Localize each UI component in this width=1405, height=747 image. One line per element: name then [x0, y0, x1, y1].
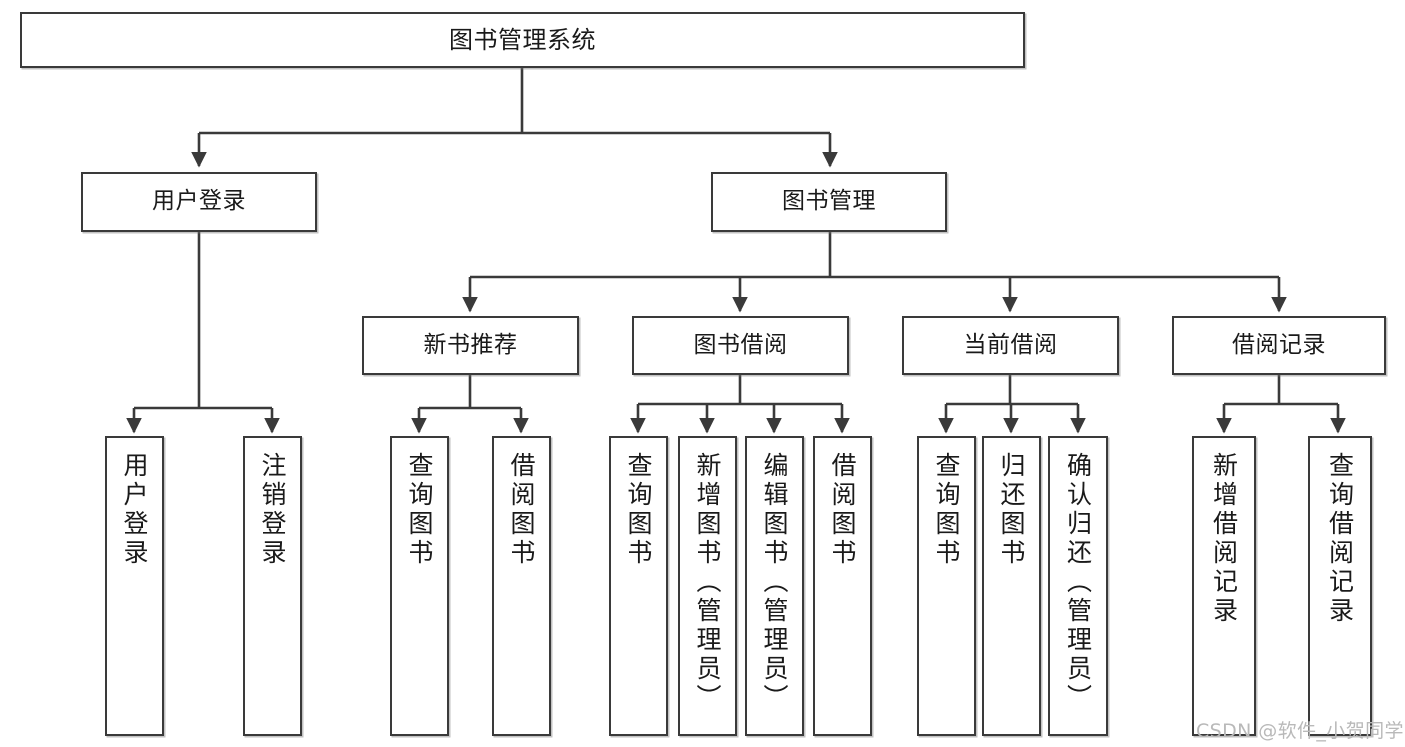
node-label: 图书管理系统 — [449, 25, 596, 54]
node-label: 归还图书 — [997, 452, 1026, 568]
node-label: 新增借阅记录 — [1209, 452, 1239, 626]
node-label: 注销登录 — [258, 452, 287, 568]
node-label: 图书管理 — [782, 188, 876, 215]
node-leaf-query-book-3[interactable]: 查询图书 — [917, 436, 976, 736]
node-leaf-logout-login[interactable]: 注销登录 — [243, 436, 302, 736]
node-leaf-query-record[interactable]: 查询借阅记录 — [1308, 436, 1372, 736]
node-leaf-borrow-book-2[interactable]: 借阅图书 — [813, 436, 872, 736]
csdn-watermark: CSDN @软件_小贺同学 — [1196, 720, 1404, 742]
node-leaf-add-book[interactable]: 新增图书（管理员） — [678, 436, 737, 736]
node-leaf-borrow-book-1[interactable]: 借阅图书 — [492, 436, 551, 736]
node-label: 当前借阅 — [963, 331, 1058, 358]
node-current-borrow[interactable]: 当前借阅 — [902, 316, 1119, 375]
node-leaf-edit-book[interactable]: 编辑图书（管理员） — [745, 436, 804, 736]
node-user-login[interactable]: 用户登录 — [81, 172, 317, 232]
node-book-management[interactable]: 图书管理 — [711, 172, 947, 232]
node-new-book-recommend[interactable]: 新书推荐 — [362, 316, 579, 375]
node-label: 新书推荐 — [423, 331, 518, 358]
node-label: 图书借阅 — [693, 331, 788, 358]
node-leaf-confirm-return[interactable]: 确认归还（管理员） — [1048, 436, 1108, 736]
node-label: 查询图书 — [405, 452, 434, 568]
node-label: 查询图书 — [932, 452, 961, 568]
node-leaf-user-login[interactable]: 用户登录 — [105, 436, 164, 736]
node-label: 确认归还（管理员） — [1063, 452, 1093, 713]
node-label: 用户登录 — [152, 188, 246, 215]
node-label: 借阅记录 — [1232, 331, 1326, 358]
node-label: 查询借阅记录 — [1325, 452, 1355, 626]
node-label: 借阅图书 — [507, 452, 536, 568]
node-leaf-query-book-1[interactable]: 查询图书 — [390, 436, 449, 736]
node-label: 用户登录 — [120, 452, 149, 568]
node-label: 查询图书 — [624, 452, 653, 568]
node-book-borrow[interactable]: 图书借阅 — [632, 316, 849, 375]
node-leaf-add-record[interactable]: 新增借阅记录 — [1192, 436, 1256, 736]
node-label: 编辑图书（管理员） — [760, 452, 789, 713]
node-leaf-query-book-2[interactable]: 查询图书 — [609, 436, 668, 736]
node-leaf-return-book[interactable]: 归还图书 — [982, 436, 1041, 736]
node-label: 新增图书（管理员） — [693, 452, 722, 713]
node-root-system[interactable]: 图书管理系统 — [20, 12, 1025, 68]
node-borrow-record[interactable]: 借阅记录 — [1172, 316, 1386, 375]
node-label: 借阅图书 — [828, 452, 857, 568]
